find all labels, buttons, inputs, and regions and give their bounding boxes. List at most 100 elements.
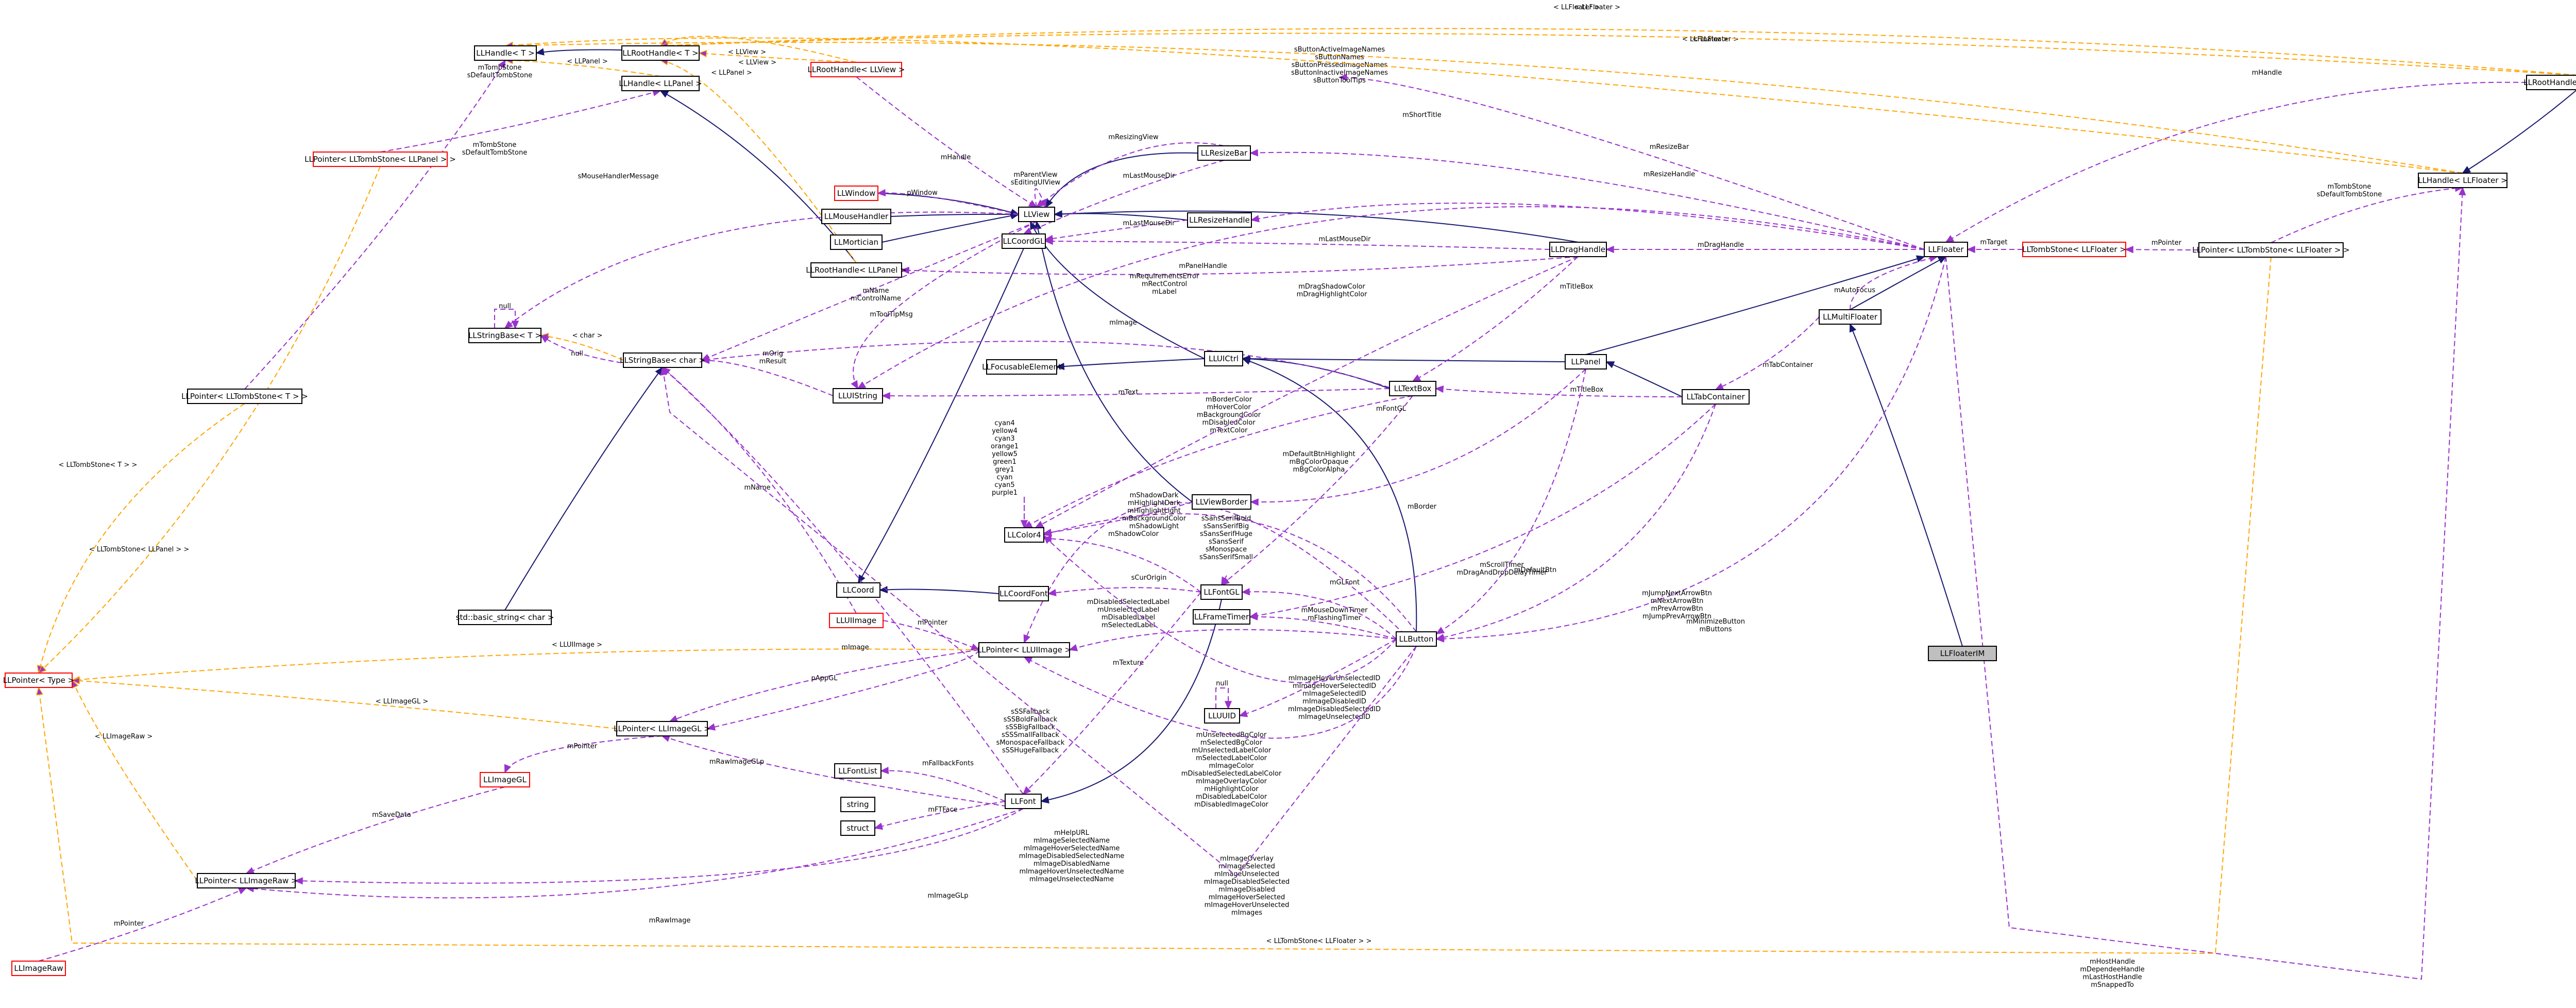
class-box [187,389,302,404]
class-node-llroothandlellfloater[interactable]: LLRootHandle< LLFloater > [2523,75,2576,90]
class-node-llfont[interactable]: LLFont [1005,794,1042,809]
arrow-head [504,764,512,774]
class-node-llpointertype[interactable]: LLPointer< Type > [3,673,74,688]
edge-null3: null [1215,680,1232,710]
arrow-head [1435,627,1445,634]
class-node-llviewborder[interactable]: LLViewBorder [1192,494,1251,510]
edge-savedata: mSaveData [245,786,505,874]
class-node-llview[interactable]: LLView [1018,207,1055,222]
arrow-head [1916,255,1925,263]
edge-label: cyan5 [994,481,1014,489]
class-node-llstringbasechar[interactable]: LLStringBase< char > [620,352,705,368]
class-node-llfontlist[interactable]: LLFontList [834,763,882,779]
edge-line [882,388,1390,397]
class-node-llfontgl[interactable]: LLFontGL [1200,584,1243,600]
edge-line [1054,210,1579,243]
edge-line [857,206,1925,389]
class-node-llmousehandler[interactable]: LLMouseHandler [821,209,891,224]
class-node-llhandlellfloater[interactable]: LLHandle< LLFloater > [2418,173,2507,188]
arrow-head [1945,235,1955,243]
class-name: LLColor4 [1007,530,1041,540]
class-node-llpointerlluiimage[interactable]: LLPointer< LLUIImage > [977,642,1071,658]
class-node-string[interactable]: string [840,797,875,812]
edge-label: mImageHoverUnselected [1205,901,1290,909]
class-node-llpointerlltombstonellpanel[interactable]: LLPointer< LLTombStone< LLPanel > > [304,152,456,167]
edge-label: mImage [1109,319,1137,327]
edge-line [505,42,2463,174]
edge-label: mText [1118,389,1139,396]
edge-label: mName [744,484,770,492]
edge-line [1435,388,1683,397]
class-node-llfloaternotificationconsole[interactable]: LLFloaterIM [1928,646,1997,661]
class-node-lltabcontainer[interactable]: LLTabContainer [1682,389,1750,405]
class-node-llwindow[interactable]: LLWindow [834,186,878,201]
class-node-llcolor4[interactable]: LLColor4 [1004,527,1044,543]
class-box [468,328,541,343]
class-node-llhandlellpanel[interactable]: LLHandle< LLPanel > [619,76,702,91]
edge-line [1036,142,1225,208]
edge-label: mRawImage [649,917,691,925]
edge-tmpl-floater4: < LLFloater > [504,4,2463,174]
class-node-llpointerlltombstonet[interactable]: LLPointer< LLTombStone< T > > [181,389,308,404]
class-name: LLRootHandle< LLView > [808,65,905,74]
edge-line [879,589,999,594]
edge-line [858,248,1024,583]
class-node-struct[interactable]: struct [840,820,875,836]
class-node-llstringbaset[interactable]: LLStringBase< T > [468,328,541,343]
class-node-lluistring[interactable]: LLUIString [833,388,883,404]
arrow-head [1039,198,1046,208]
class-node-llimagegl[interactable]: LLImageGL [480,772,530,787]
class-node-lluiimage[interactable]: LLUIImage [829,613,884,628]
edge-label: mDefaultBtn [1514,566,1556,574]
class-node-llcoord[interactable]: LLCoord [836,582,880,598]
class-box [474,45,537,61]
edge-label: mLabel [1152,288,1177,296]
class-node-llresizebar[interactable]: LLResizeBar [1197,145,1251,161]
class-node-llpanel[interactable]: LLPanel [1565,354,1607,369]
arrow-head [1069,644,1078,651]
arrow-head [1435,385,1444,393]
class-node-llmultifloater[interactable]: LLMultiFloater [1819,309,1882,325]
class-node-llpointerlltombstonellfloater[interactable]: LLPointer< LLTombStone< LLFloater > > [2192,242,2350,258]
edge-fallback: sSSFallbacksSSBoldFallbacksSSBigFallback… [996,592,1201,795]
arrow-head [851,380,858,390]
class-node-llmortician[interactable]: LLMortician [830,234,883,250]
edge-colors: cyan4yellow4cyan3orange1yellow5green1gre… [991,419,1028,529]
class-node-llcoordgl[interactable]: LLCoordGL [1002,233,1046,249]
class-node-llroothandlellpanel[interactable]: LLRootHandle< LLPanel > [806,262,907,278]
class-box [1193,609,1250,625]
class-node-llroothandlellview[interactable]: LLRootHandle< LLView > [808,62,905,77]
edge-label: mDisabledImageColor [1194,801,1268,809]
edge-ftface: mFTFace [874,801,1006,830]
class-node-llresizehandle[interactable]: LLResizeHandle [1187,212,1252,228]
edge-label: green1 [993,458,1016,466]
class-node-lltombstonellfloater[interactable]: LLTombStone< LLFloater > [2022,242,2126,257]
edge-label: mOrig [762,350,783,358]
class-box [1682,389,1750,405]
class-node-lluictrl[interactable]: LLUICtrl [1204,351,1243,366]
class-node-llfloater[interactable]: LLFloater [1924,242,1968,257]
edge-line [1585,256,1925,355]
class-node-llcoordfont[interactable]: LLCoordFont [998,586,1049,601]
class-node-std_basic_string[interactable]: std::basic_string< char > [456,610,554,625]
class-node-lltextbox[interactable]: LLTextBox [1389,381,1436,396]
class-node-llpointerllimageraw[interactable]: LLPointer< LLImageRaw > [195,873,298,888]
edge-label: sButtonNames [1315,54,1364,61]
class-node-llfocusableelement[interactable]: LLFocusableElement [982,359,1061,375]
edge-line [856,76,1037,208]
class-node-llimageraw[interactable]: LLImageRaw [11,961,66,976]
edge-line [1056,358,1205,367]
class-box [978,642,1070,658]
class-box [836,582,880,598]
class-node-llbutton[interactable]: LLButton [1396,631,1437,647]
class-node-lldraghandle[interactable]: LLDragHandle [1549,242,1607,257]
edge-label: mFontGL [1376,405,1406,413]
class-node-llpointerllimagegl[interactable]: LLPointer< LLImageGL > [614,721,710,736]
class-node-llroothandlet[interactable]: LLRootHandle< T > [621,45,700,61]
class-node-llhandlet[interactable]: LLHandle< T > [474,45,537,61]
class-node-llframetimer[interactable]: LLFrameTimer [1193,609,1250,625]
edge-line [1035,256,1579,528]
class-node-lluuid[interactable]: LLUUID [1204,708,1240,724]
